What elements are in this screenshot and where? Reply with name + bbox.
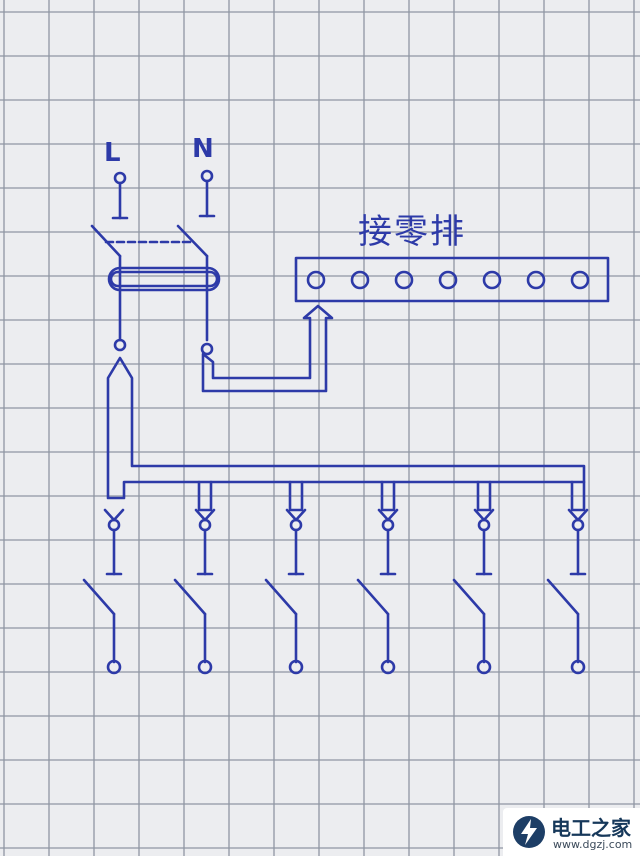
branch-input-terminal bbox=[107, 518, 121, 532]
busbar-tap bbox=[380, 480, 396, 512]
branch-input-terminal bbox=[381, 518, 395, 532]
tap-arrow bbox=[377, 508, 399, 522]
neutral-bar-terminal bbox=[350, 270, 370, 290]
branch-output-terminal bbox=[197, 659, 213, 675]
branch-output-terminal bbox=[288, 659, 304, 675]
neutral-jumper-wire bbox=[201, 304, 334, 393]
branch-input-terminal bbox=[477, 518, 491, 532]
neutral-bar-terminal bbox=[394, 270, 414, 290]
branch-switch-blade bbox=[264, 578, 298, 616]
busbar-tap bbox=[476, 480, 492, 512]
tap-arrow bbox=[194, 508, 216, 522]
neutral-bar bbox=[294, 256, 610, 303]
live-label: L bbox=[104, 138, 121, 168]
branch-switch-blade bbox=[173, 578, 207, 616]
neutral-outgoing-terminal bbox=[200, 342, 214, 356]
watermark: 电工之家 www.dgzj.com bbox=[503, 808, 640, 856]
neutral-bar-terminal bbox=[438, 270, 458, 290]
branch-input-terminal bbox=[198, 518, 212, 532]
neutral-bar-terminal bbox=[482, 270, 502, 290]
live-outgoing-terminal bbox=[113, 338, 127, 352]
current-transformer-loop bbox=[107, 266, 221, 292]
busbar-tap bbox=[197, 480, 213, 512]
branch-switch-blade bbox=[82, 578, 116, 616]
branch-switch-blade bbox=[356, 578, 390, 616]
neutral-bar-terminal bbox=[526, 270, 546, 290]
branch-switch-blade bbox=[452, 578, 486, 616]
branch-input-terminal bbox=[289, 518, 303, 532]
watermark-site: www.dgzj.com bbox=[553, 838, 633, 851]
branch-output-terminal bbox=[380, 659, 396, 675]
main-switch-blade-n bbox=[176, 224, 209, 258]
tap-arrow bbox=[285, 508, 307, 522]
circuit-drawing bbox=[82, 169, 610, 675]
tap-arrow bbox=[103, 508, 125, 522]
live-terminal bbox=[113, 171, 127, 185]
busbar-tap bbox=[288, 480, 304, 512]
watermark-brand: 电工之家 bbox=[551, 816, 631, 840]
busbar-tap bbox=[570, 480, 586, 512]
neutral-terminal bbox=[200, 169, 214, 183]
neutral-bar-terminal bbox=[570, 270, 590, 290]
current-transformer-loop-inner bbox=[109, 270, 219, 288]
branch-input-terminal bbox=[571, 518, 585, 532]
neutral-bar-terminal bbox=[306, 270, 326, 290]
branch-output-terminal bbox=[106, 659, 122, 675]
branch-output-terminal bbox=[570, 659, 586, 675]
neutral-bar-label: 接零排 bbox=[358, 212, 466, 252]
branch-switch-blade bbox=[546, 578, 580, 616]
tap-arrow bbox=[567, 508, 589, 522]
tap-arrow bbox=[473, 508, 495, 522]
neutral-label: N bbox=[192, 134, 214, 164]
live-busbar bbox=[106, 356, 586, 500]
lightning-logo-icon bbox=[513, 816, 545, 848]
branch-output-terminal bbox=[476, 659, 492, 675]
